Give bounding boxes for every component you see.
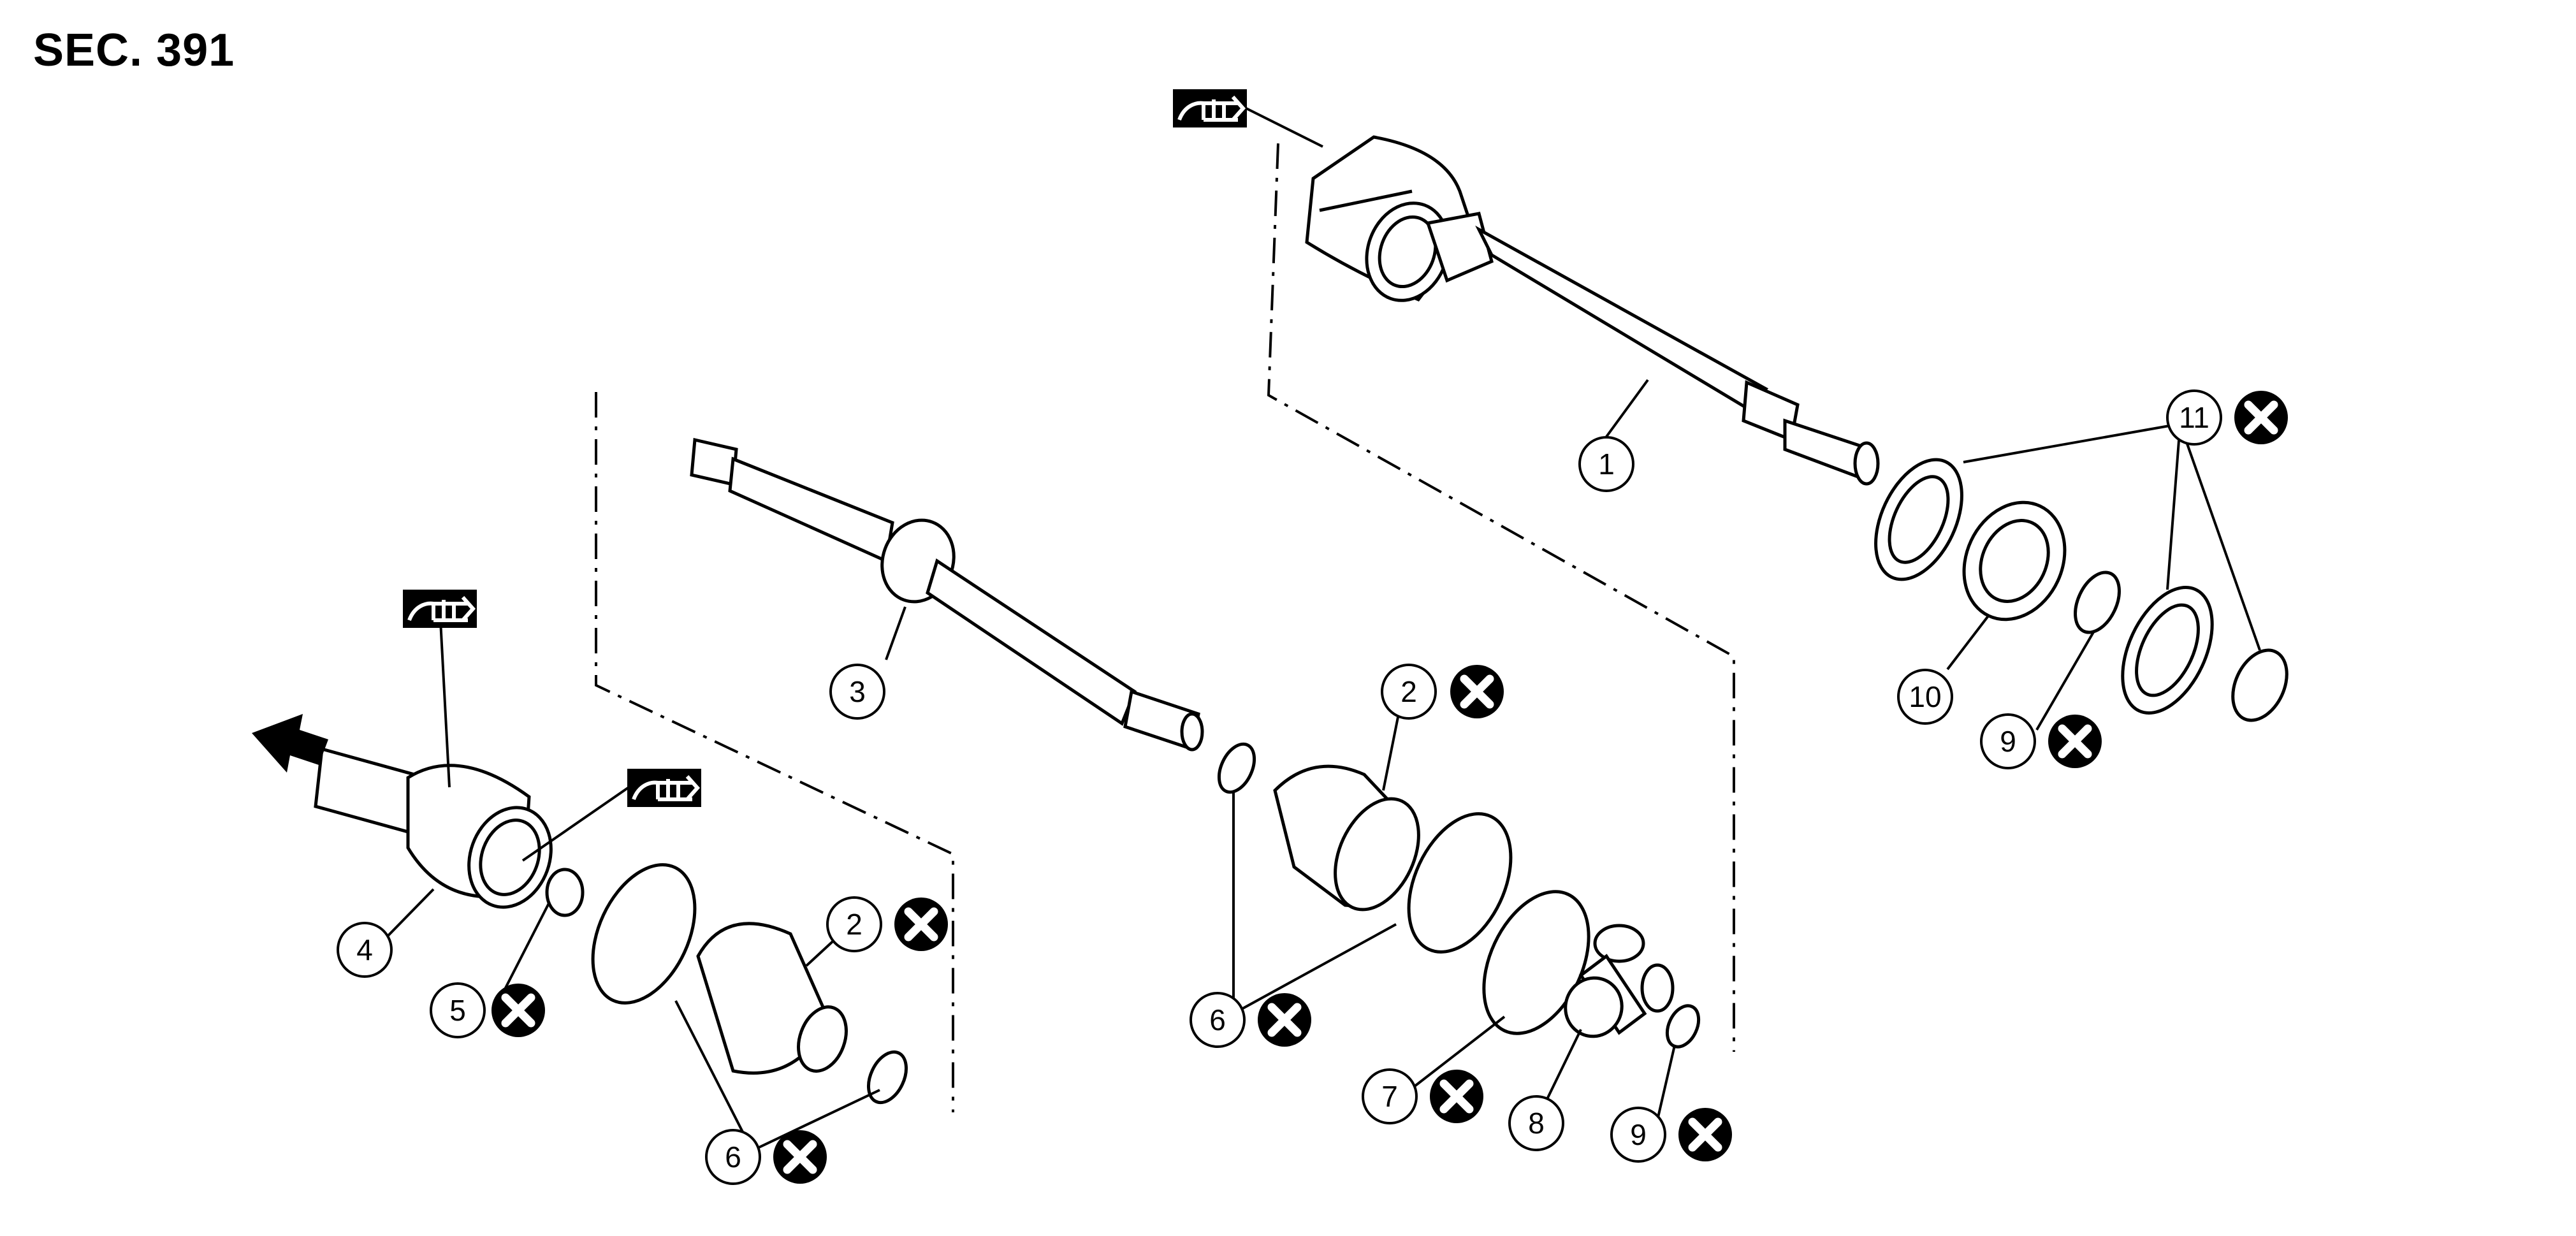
- callout-label: 9: [2000, 725, 2016, 758]
- leader-lines: [376, 107, 2261, 1152]
- callout-label: 2: [846, 908, 862, 941]
- do-not-reuse-icon: [773, 1130, 827, 1184]
- callout-label: 6: [725, 1140, 741, 1174]
- callout-label: 8: [1528, 1107, 1545, 1140]
- callout-label: 5: [449, 994, 466, 1027]
- callout-label: 3: [849, 675, 866, 708]
- callout-numbers: 1 2 2 3 4 5 6 6: [337, 389, 2222, 1185]
- do-not-reuse-icon: [2048, 715, 2102, 768]
- grease-icon: [627, 769, 701, 807]
- do-not-reuse-icon: [1678, 1108, 1732, 1161]
- callout-4: 4: [337, 922, 393, 978]
- callout-11: 11: [2166, 389, 2222, 446]
- callout-2-upper: 2: [1381, 664, 1437, 720]
- callout-5: 5: [430, 982, 486, 1038]
- part-3-intermediate-shaft: [690, 437, 1204, 752]
- callout-9-upper: 9: [1980, 713, 2036, 769]
- do-not-reuse-icon: [1430, 1070, 1483, 1123]
- part-1-shaft-housing: [1305, 135, 1880, 486]
- parts-10-11-bearing-seals: [1874, 458, 2289, 722]
- do-not-reuse-icon: [2234, 391, 2288, 444]
- grease-icon: [403, 590, 477, 628]
- callout-6-lower: 6: [705, 1129, 761, 1185]
- callout-1: 1: [1578, 436, 1634, 492]
- callout-2-lower: 2: [826, 896, 882, 952]
- callout-label: 7: [1381, 1080, 1398, 1113]
- part-8-spider-assembly: [1564, 924, 1675, 1038]
- callout-label: 11: [2179, 401, 2209, 434]
- callout-9-lower: 9: [1610, 1107, 1666, 1163]
- callout-label: 1: [1598, 447, 1615, 481]
- band-and-clip-rings: [591, 571, 2121, 1105]
- do-not-reuse-icon: [1258, 993, 1311, 1047]
- callout-label: 9: [1630, 1118, 1647, 1151]
- grease-icon: [1173, 89, 1247, 127]
- callout-7: 7: [1362, 1068, 1418, 1124]
- vehicle-front-arrow-icon: [252, 714, 328, 773]
- do-not-reuse-icon: [1450, 665, 1504, 718]
- callout-label: 6: [1209, 1003, 1226, 1036]
- callout-3: 3: [829, 664, 885, 720]
- part-4-outer-joint: [314, 746, 553, 909]
- callout-label: 10: [1909, 680, 1941, 713]
- part-2-boot-upper: [1273, 764, 1420, 912]
- part-2-boot-lower: [696, 922, 848, 1075]
- callout-10: 10: [1897, 669, 1953, 725]
- callout-6-upper: 6: [1190, 992, 1246, 1048]
- callout-label: 2: [1401, 675, 1417, 708]
- section-label: SEC. 391: [33, 25, 235, 76]
- callout-8: 8: [1508, 1095, 1564, 1151]
- part-5-ring: [545, 868, 585, 917]
- callout-label: 4: [356, 933, 373, 966]
- do-not-reuse-icon: [491, 984, 545, 1037]
- do-not-reuse-icon: [894, 898, 948, 951]
- assembly-boundary-lines: [595, 143, 1735, 1112]
